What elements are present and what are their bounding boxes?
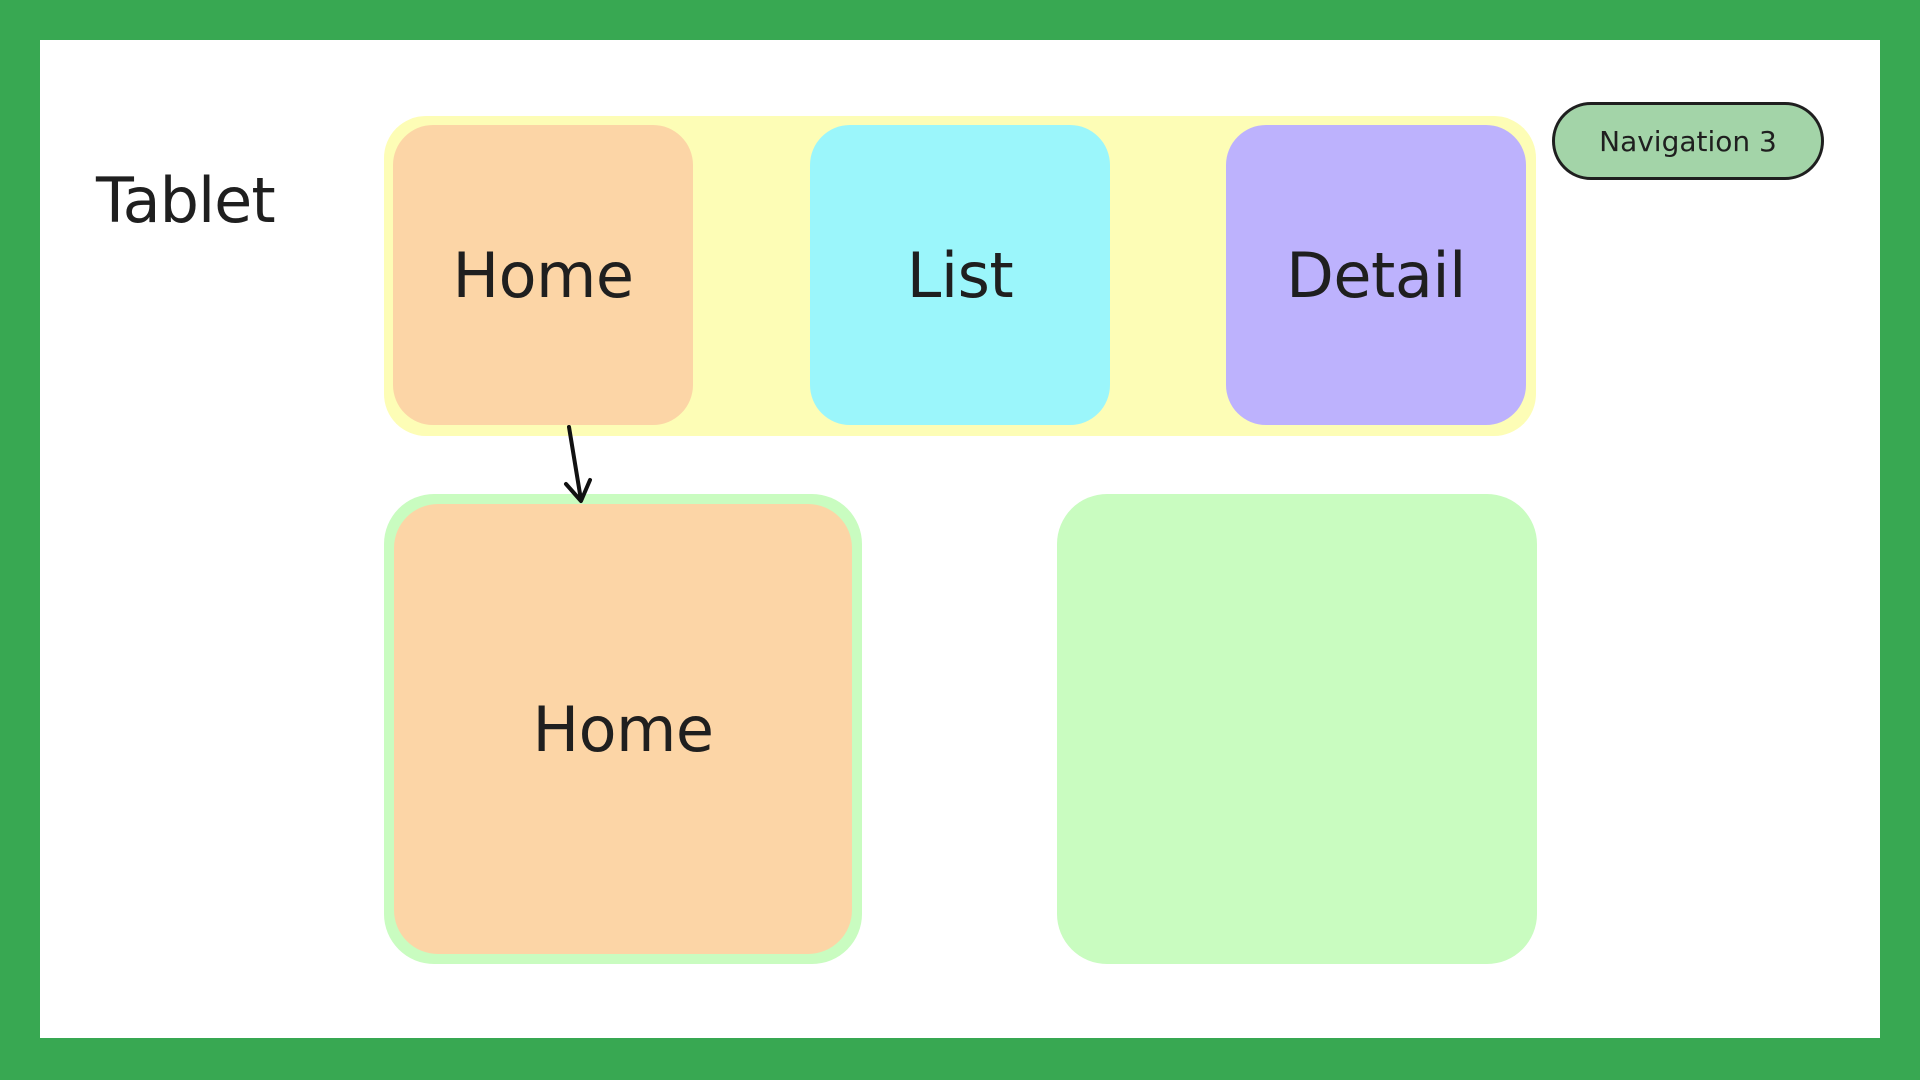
back-stack-list-card: List — [810, 125, 1110, 425]
back-stack-home-card: Home — [393, 125, 693, 425]
back-stack-home-label: Home — [452, 238, 634, 312]
left-pane-label: Home — [532, 692, 714, 766]
navigation-version-badge: Navigation 3 — [1552, 102, 1824, 180]
device-label: Tablet — [96, 164, 276, 237]
left-pane-home: Home — [394, 504, 852, 954]
back-stack-list-label: List — [906, 238, 1014, 312]
right-pane-empty — [1057, 494, 1537, 964]
back-stack-detail-label: Detail — [1286, 238, 1466, 312]
back-stack-detail-card: Detail — [1226, 125, 1526, 425]
